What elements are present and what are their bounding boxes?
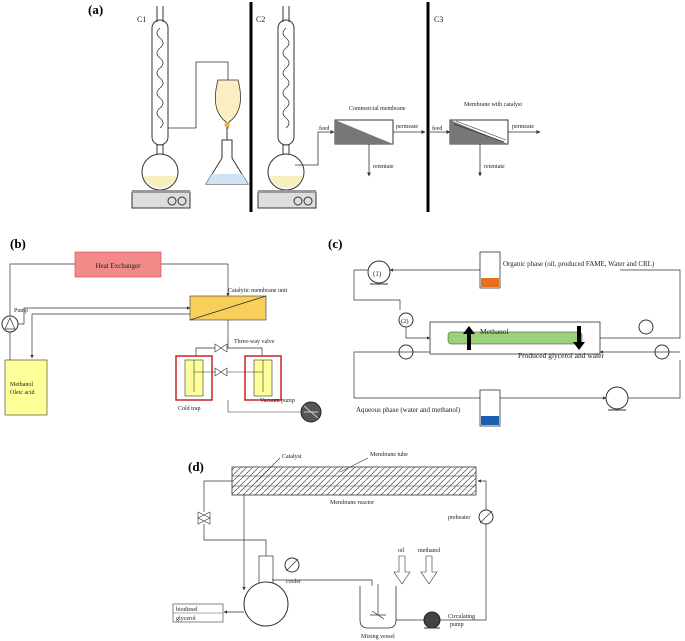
preheater-label: preheater xyxy=(448,515,470,521)
membrane-tube xyxy=(447,331,583,345)
pipe xyxy=(161,263,230,297)
permeate-label: permeate xyxy=(512,124,534,130)
mixing-vessel xyxy=(359,584,397,629)
hot-plate-stirrer xyxy=(257,190,317,209)
three-way-valve-label: Three-way valve xyxy=(234,339,275,345)
flow-meter-icon xyxy=(638,319,654,335)
arrow-up-icon xyxy=(463,326,475,350)
pipe xyxy=(600,269,681,339)
membrane-tube-label: Membrane tube xyxy=(370,452,408,458)
membrane-label: Membrane with catalyst xyxy=(464,102,522,108)
reflux-condenser xyxy=(277,6,295,158)
cold-trap xyxy=(244,355,282,401)
pipe xyxy=(353,269,401,310)
organic-phase-tank xyxy=(479,251,501,289)
oil-label: oil xyxy=(398,548,405,554)
section-c1-label: C1 xyxy=(137,15,146,24)
membrane-diagonal xyxy=(189,295,267,321)
panel-c: (c) Organic phase (oil, produced FAME, W… xyxy=(328,236,681,427)
section-c3-label: C3 xyxy=(434,15,443,24)
pipe xyxy=(203,480,232,512)
circulating-pump-label-line-2: pump xyxy=(450,622,464,628)
cold-trap xyxy=(175,355,213,401)
pipe xyxy=(227,400,300,413)
pump-icon xyxy=(1,315,19,333)
organic-phase-label: Organic phase (oil, produced FAME, Water… xyxy=(503,260,655,268)
feed-tank-label-line-2: Oleic acid xyxy=(10,390,35,396)
catalyst-label: Catalyst xyxy=(282,454,302,460)
pipe xyxy=(30,313,190,359)
valve-icon xyxy=(197,511,211,525)
pipe xyxy=(628,360,681,399)
mixing-vessel-label: Mixing vessel xyxy=(361,634,395,640)
pump-icon xyxy=(605,386,629,411)
feed-tank-label-line-1: Methanol xyxy=(10,382,33,388)
feed-tank xyxy=(4,359,48,416)
cooler-icon xyxy=(284,557,300,573)
feed-line xyxy=(295,130,335,166)
methanol-label: methanol xyxy=(418,548,441,554)
pipe xyxy=(203,524,267,556)
panel-b-label: (b) xyxy=(10,236,26,251)
pipe xyxy=(195,320,229,360)
panel-a-label: (a) xyxy=(88,2,103,17)
circulating-pump-icon xyxy=(423,611,441,629)
methanol-feed-arrow xyxy=(420,555,438,585)
membrane-label: Commercial membrane xyxy=(349,106,406,112)
reflux-condenser xyxy=(151,6,169,158)
membrane-reactor xyxy=(231,466,477,496)
circulating-pump-label-line-1: Circulating xyxy=(448,614,475,620)
transfer-line xyxy=(168,61,229,129)
preheater-icon xyxy=(478,509,494,525)
valve-2-label: (2) xyxy=(401,318,409,325)
pipe xyxy=(440,479,487,621)
pump-label: Pump xyxy=(14,308,28,314)
membrane-unit-label: Catalytic membrane unit xyxy=(228,288,288,294)
biodiesel-label: biodiesel xyxy=(176,607,198,613)
retentate-label: retentate xyxy=(373,164,394,170)
separator-flask xyxy=(243,555,289,627)
vacuum-pump-icon xyxy=(300,401,322,423)
produced-label: Produced glycerol and water xyxy=(518,351,605,360)
callout-line xyxy=(255,457,281,483)
pipe xyxy=(405,327,431,340)
hot-plate-stirrer xyxy=(131,190,191,209)
vacuum-pump-label: Vacuum pump xyxy=(260,398,295,404)
retentate-label: retentate xyxy=(484,164,505,170)
methanol-label: Methanol xyxy=(480,327,509,336)
aqueous-phase-tank xyxy=(479,389,501,427)
three-way-valve-icon xyxy=(214,343,228,377)
pipe xyxy=(18,306,191,325)
aqueous-phase-label: Aqueous phase (water and methanol) xyxy=(356,406,461,414)
panel-d-label: (d) xyxy=(188,459,204,474)
erlenmeyer-flask xyxy=(205,139,249,185)
heat-exchanger xyxy=(74,251,162,278)
cold-trap-label: Cold trap xyxy=(178,406,201,412)
arrow-down-icon xyxy=(573,326,585,350)
pipe xyxy=(9,263,75,316)
round-bottom-flask xyxy=(141,153,179,191)
panel-b: (b) Heat Exchanger Catalytic membrane un… xyxy=(1,236,322,423)
pump-1-label: (1) xyxy=(373,270,382,278)
round-bottom-flask xyxy=(267,153,305,191)
oil-feed-arrow xyxy=(393,555,411,585)
panel-c-label: (c) xyxy=(328,236,342,251)
panel-d: (d) Membrane reactor Catalyst Membrane t… xyxy=(172,452,494,640)
membrane-reactor-label: Membrane reactor xyxy=(330,500,374,506)
pump-1-icon xyxy=(367,260,391,285)
feed-label: feed xyxy=(319,125,329,132)
catalytic-membrane-module xyxy=(449,119,509,145)
heat-exchanger-label: Heat Exchanger xyxy=(96,262,142,270)
permeate-label: permeate xyxy=(396,124,418,130)
feed-label: feed xyxy=(432,125,442,132)
commercial-membrane-module xyxy=(334,119,394,145)
pipe xyxy=(353,351,480,399)
separatory-funnel xyxy=(214,79,241,140)
section-c2-label: C2 xyxy=(256,15,265,24)
glycerol-label: glycerol xyxy=(176,616,196,622)
panel-a: (a) C1 C2 C3 xyxy=(88,2,541,212)
cooler-label: cooler xyxy=(286,579,301,585)
callout-line xyxy=(339,457,369,473)
